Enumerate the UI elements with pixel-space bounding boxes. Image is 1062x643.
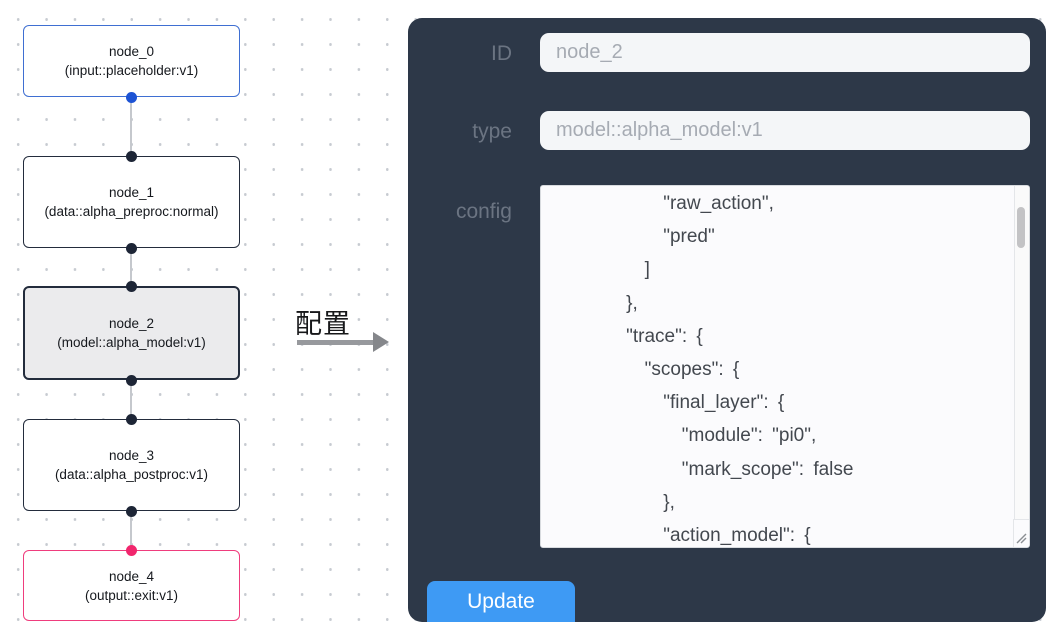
id-field-label: ID (491, 42, 512, 65)
node-config-panel: ID type config "raw_action", "pred" ] },… (408, 18, 1046, 622)
edge-node1-node2 (130, 248, 132, 286)
config-scrollbar-thumb[interactable] (1017, 207, 1025, 248)
config-line: "scopes": { (589, 359, 740, 381)
node-title: node_3 (108, 448, 155, 463)
config-line: "action_model": { (589, 525, 811, 547)
config-field-label: config (455, 200, 512, 223)
port-node1-out[interactable] (126, 243, 137, 254)
flow-node-node_2-selected[interactable]: node_2 (model::alpha_model:v1) (23, 286, 240, 380)
config-scrollbar-track[interactable] (1014, 186, 1029, 520)
port-node0-out[interactable] (126, 92, 137, 103)
config-line: }, (589, 292, 638, 314)
flow-node-node_3[interactable]: node_3 (data::alpha_postproc:v1) (23, 419, 240, 511)
config-line: "final_layer": { (589, 392, 785, 414)
config-line: }, (589, 491, 675, 513)
node-type: (data::alpha_preproc:normal) (44, 204, 219, 219)
config-line: "trace": { (589, 325, 703, 347)
resize-grip-icon (1016, 533, 1027, 544)
id-input[interactable] (540, 33, 1030, 72)
node-title: node_4 (108, 568, 155, 584)
config-line: ] (589, 259, 650, 281)
node-title: node_0 (108, 44, 155, 59)
port-node3-in[interactable] (126, 414, 137, 425)
edge-node3-node4 (130, 511, 132, 550)
config-line: "module": "pi0", (589, 425, 817, 447)
port-node2-in[interactable] (126, 281, 137, 292)
update-button[interactable]: Update (427, 581, 575, 622)
port-node2-out[interactable] (126, 375, 137, 386)
port-node4-in[interactable] (126, 545, 137, 556)
configure-annotation-label: 配置 (295, 309, 351, 339)
port-node3-out[interactable] (126, 506, 137, 517)
node-type: (output::exit:v1) (84, 587, 179, 603)
flow-node-node_1[interactable]: node_1 (data::alpha_preproc:normal) (23, 156, 240, 248)
config-line: "mark_scope": false (589, 458, 854, 480)
type-input[interactable] (540, 111, 1030, 150)
config-line: "pred" (589, 226, 715, 248)
arrow-right-icon (373, 332, 389, 352)
config-json-content: "raw_action", "pred" ] }, "trace": { "sc… (541, 187, 1013, 547)
node-type: (data::alpha_postproc:v1) (54, 467, 209, 482)
node-title: node_2 (108, 316, 155, 331)
config-line: "raw_action", (589, 193, 774, 214)
node-type: (input::placeholder:v1) (64, 63, 199, 78)
flow-node-node_0[interactable]: node_0 (input::placeholder:v1) (23, 25, 240, 97)
edge-node0-node1 (130, 97, 132, 156)
config-textarea[interactable]: "raw_action", "pred" ] }, "trace": { "sc… (540, 185, 1030, 548)
type-field-label: type (472, 120, 512, 143)
arrow-right-shaft (297, 340, 374, 345)
edge-node2-node3 (130, 380, 132, 419)
textarea-resize-handle[interactable] (1013, 519, 1029, 547)
node-type: (model::alpha_model:v1) (57, 335, 206, 350)
node-title: node_1 (108, 185, 155, 200)
flow-node-node_4[interactable]: node_4 (output::exit:v1) (23, 550, 240, 621)
port-node1-in[interactable] (126, 151, 137, 162)
